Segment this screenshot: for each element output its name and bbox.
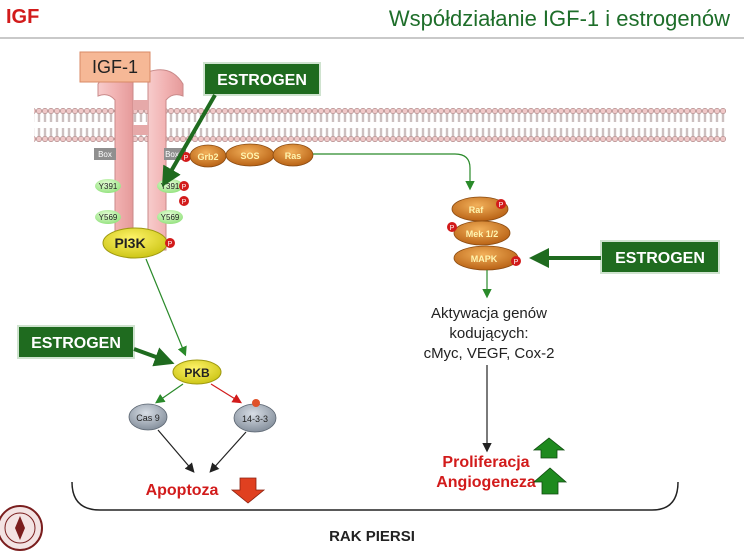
- phospho-raf-label: P: [499, 202, 504, 209]
- slide-tag: IGF: [6, 6, 40, 28]
- y569-right-label: Y569: [161, 213, 180, 222]
- gene-activation-line-1: Aktywacja genów: [431, 305, 547, 322]
- phospho-raf: [496, 199, 506, 209]
- arrow-estrogen-to-pkb: [133, 347, 175, 367]
- outcome-proliferation: Proliferacja: [442, 454, 529, 471]
- outcome-angiogenesis: Angiogeneza: [436, 474, 536, 491]
- apoptosis-label: Apoptoza: [146, 482, 219, 499]
- footer-label: RAK PIERSI: [329, 528, 415, 545]
- arrow-pkb-to-cas9: [155, 383, 184, 404]
- igf1-ligand-label: IGF-1: [92, 57, 138, 77]
- phospho-mapk: [511, 256, 521, 266]
- bottom-bracket: [71, 481, 679, 511]
- mek-label: Mek 1/2: [466, 229, 499, 239]
- box-left-bg: [94, 148, 116, 160]
- y569-left-label: Y569: [99, 213, 118, 222]
- phospho-grb2-label: P: [184, 155, 189, 162]
- proliferation-up-arrow: [532, 437, 566, 459]
- ras-node: [272, 143, 314, 167]
- mapk-label: MAPK: [471, 254, 498, 264]
- y391-left-site: [95, 179, 121, 193]
- estrogen-box-left: ESTROGEN: [17, 325, 135, 359]
- box-left-label: Box: [98, 150, 112, 159]
- angiogenesis-up-arrow: [532, 467, 568, 495]
- phospho-pi3k-label: P: [168, 241, 173, 248]
- cas9-label: Cas 9: [136, 413, 160, 423]
- university-seal: [0, 505, 43, 551]
- grb2-label: Grb2: [197, 152, 218, 162]
- pkb-node: [172, 359, 222, 385]
- y391-right-label: Y391: [161, 182, 180, 191]
- gene-activation-line-2: kodujących:: [449, 325, 528, 342]
- phospho-grb2: [181, 152, 191, 162]
- title-divider: [0, 37, 744, 39]
- apoptosis-down-arrow: [230, 477, 266, 504]
- phospho-pi3k: [165, 238, 175, 248]
- estrogen-left-label: ESTROGEN: [31, 335, 121, 352]
- estrogen-box-right: ESTROGEN: [600, 240, 720, 274]
- sos-label: SOS: [240, 151, 259, 161]
- arrow-pkb-to-1433: [210, 383, 243, 404]
- phospho-mek-label: P: [450, 225, 455, 232]
- estrogen-box-top: ESTROGEN: [203, 62, 321, 96]
- pkb-label: PKB: [184, 366, 210, 380]
- igf1-ligand: [79, 51, 151, 83]
- mek-node: [453, 220, 511, 246]
- arrow-pi3k-to-pkb: [145, 258, 187, 357]
- y569-right-site: [157, 210, 183, 224]
- gene-activation-line-3: cMyc, VEGF, Cox-2: [424, 345, 555, 362]
- phospho-mapk-label: P: [514, 259, 519, 266]
- arrow-estrogen-to-receptor: [162, 94, 217, 187]
- slide-title: Współdziałanie IGF-1 i estrogenów: [388, 6, 730, 31]
- cas9-node: [128, 403, 168, 431]
- phospho-receptor-2-label: P: [182, 199, 187, 206]
- 1433-marker: [252, 399, 260, 407]
- phospho-receptor-1-label: P: [182, 184, 187, 191]
- ras-label: Ras: [285, 151, 302, 161]
- pi3k-label: PI3K: [114, 235, 145, 251]
- phospho-mek: [447, 222, 457, 232]
- arrow-ras-to-raf: [313, 153, 475, 191]
- phospho-receptor-2: [179, 196, 189, 206]
- 1433-label: 14-3-3: [242, 414, 268, 424]
- estrogen-top-label: ESTROGEN: [217, 72, 307, 89]
- box-right-label: Box: [165, 150, 179, 159]
- arrow-1433-to-apoptosis: [209, 431, 247, 473]
- phospho-receptor-1: [179, 181, 189, 191]
- estrogen-right-label: ESTROGEN: [615, 250, 705, 267]
- arrow-cas9-to-apoptosis: [157, 429, 195, 473]
- raf-label: Raf: [469, 205, 485, 215]
- y391-left-label: Y391: [99, 182, 118, 191]
- y569-left-site: [95, 210, 121, 224]
